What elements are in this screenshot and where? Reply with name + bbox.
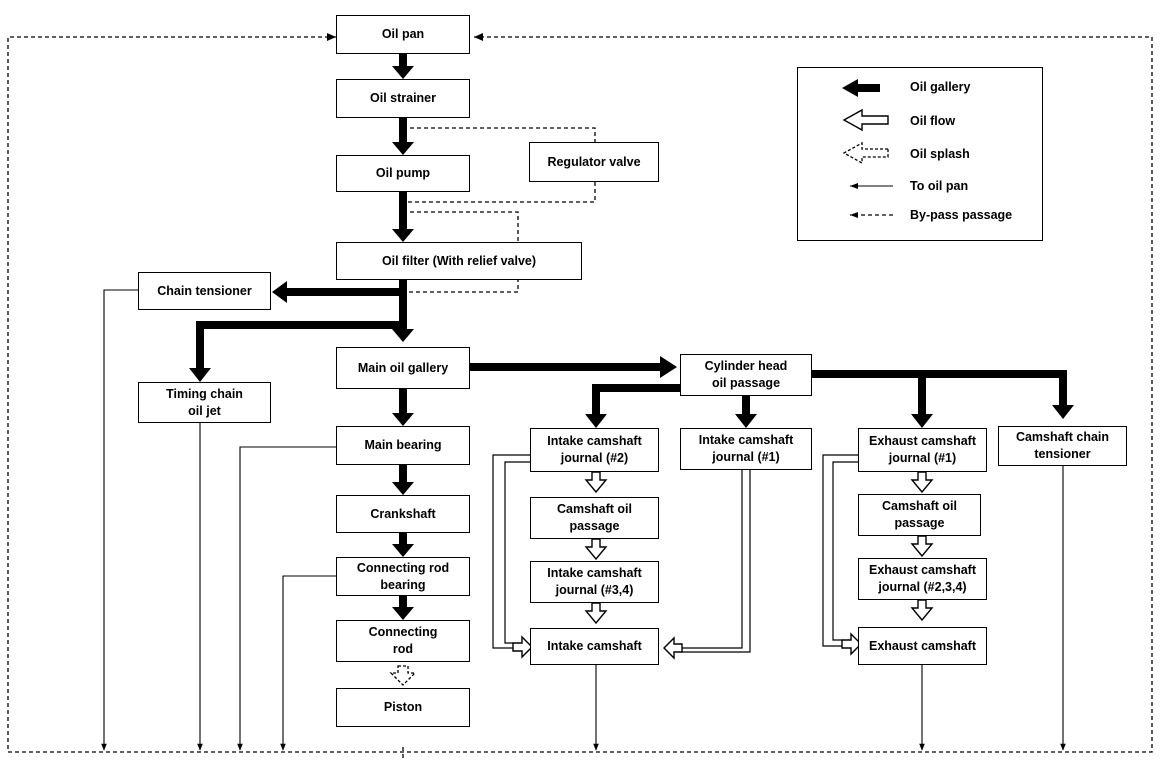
node-intake-camshaft: Intake camshaft (530, 628, 659, 665)
node-connecting-rod: Connecting rod (336, 620, 470, 662)
node-exhaust-camshaft: Exhaust camshaft (858, 627, 987, 665)
bypass-arrowheads (327, 33, 483, 41)
node-camshaft-chain-tensioner: Camshaft chain tensioner (998, 426, 1127, 466)
node-exhaust-camshaft-oil-passage: Camshaft oil passage (858, 494, 981, 536)
node-intake-camshaft-journal-1: Intake camshaft journal (#1) (680, 428, 812, 470)
oil-gallery-arrowheads (189, 66, 1074, 620)
node-exhaust-camshaft-journal-1: Exhaust camshaft journal (#1) (858, 428, 987, 472)
node-regulator-valve: Regulator valve (529, 142, 659, 182)
oil-splash-arrow (389, 665, 417, 686)
legend-symbols (842, 79, 893, 218)
node-cylinder-head-oil-passage: Cylinder head oil passage (680, 354, 812, 396)
node-timing-chain-oil-jet: Timing chain oil jet (138, 382, 271, 423)
oil-flow-arrows (512, 471, 934, 660)
node-oil-strainer: Oil strainer (336, 79, 470, 118)
node-main-oil-gallery: Main oil gallery (336, 347, 470, 389)
legend-oil-splash-label: Oil splash (910, 147, 970, 161)
legend-oil-flow-symbol (842, 108, 889, 132)
node-intake-camshaft-journal-3-4: Intake camshaft journal (#3,4) (530, 561, 659, 603)
legend-bypass-label: By-pass passage (910, 208, 1013, 222)
node-crankshaft: Crankshaft (336, 495, 470, 533)
legend-oil-flow-label: Oil flow (910, 114, 956, 128)
node-oil-pan: Oil pan (336, 15, 470, 54)
node-piston: Piston (336, 688, 470, 727)
node-main-bearing: Main bearing (336, 426, 470, 465)
to-oil-pan-lines (101, 289, 1066, 751)
node-intake-camshaft-oil-passage: Camshaft oil passage (530, 497, 659, 539)
node-connecting-rod-bearing: Connecting rod bearing (336, 557, 470, 596)
node-oil-pump: Oil pump (336, 155, 470, 192)
legend-to-oil-pan-label: To oil pan (910, 179, 969, 193)
node-chain-tensioner: Chain tensioner (138, 272, 271, 310)
legend-oil-gallery-label: Oil gallery (910, 80, 971, 94)
node-exhaust-camshaft-journal-2-3-4: Exhaust camshaft journal (#2,3,4) (858, 558, 987, 600)
node-oil-filter: Oil filter (With relief valve) (336, 242, 582, 280)
legend-oil-splash-symbol (842, 141, 889, 165)
oil-flow-lines (492, 454, 858, 653)
legend: Oil gallery Oil flow Oil splash To oil p… (797, 67, 1043, 241)
oil-gallery-lines (196, 54, 1067, 607)
node-intake-camshaft-journal-2: Intake camshaft journal (#2) (530, 428, 659, 472)
